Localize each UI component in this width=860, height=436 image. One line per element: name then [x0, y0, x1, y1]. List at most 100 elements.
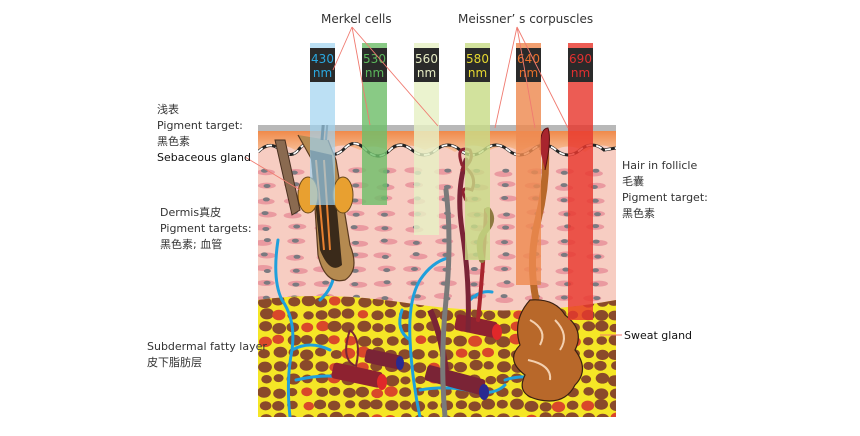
fat-cell	[427, 350, 439, 359]
fat-cell	[582, 321, 596, 332]
fat-cell	[596, 349, 609, 361]
wavelength-value: 430	[311, 52, 334, 66]
fat-cell	[341, 296, 355, 307]
fat-cell	[566, 400, 579, 410]
dermal-cell-nucleus	[352, 240, 360, 245]
dermal-cell-nucleus	[560, 239, 568, 244]
dermal-cell-nucleus	[412, 240, 420, 245]
wavelength-unit: nm	[571, 66, 590, 80]
dermal-cell-nucleus	[381, 254, 389, 259]
fat-cell	[583, 349, 595, 359]
fat-cell	[385, 400, 399, 411]
dermal-cell-nucleus	[594, 254, 602, 259]
dermal-cell	[495, 296, 514, 303]
fat-cell	[342, 413, 356, 417]
fat-cell	[301, 296, 316, 307]
fat-cell	[385, 375, 400, 387]
fat-cell	[608, 334, 616, 346]
dermal-cell-nucleus	[501, 196, 509, 201]
wavelength-label-box	[310, 48, 335, 82]
dermal-cell-nucleus	[502, 168, 510, 173]
dermal-cell-nucleus	[263, 183, 271, 188]
fat-cell	[609, 323, 616, 333]
fat-cell	[272, 401, 285, 411]
fat-cell	[481, 398, 496, 410]
fat-cell	[399, 387, 412, 397]
fat-layer-label: Subdermal fatty layer	[147, 340, 267, 353]
fat-cell	[260, 414, 273, 417]
fat-cell	[485, 375, 497, 385]
fat-cell	[610, 412, 616, 417]
fat-cell	[371, 388, 384, 399]
dermal-cell-nucleus	[502, 252, 510, 257]
dermal-cell	[258, 198, 275, 205]
fat-cell	[356, 412, 370, 417]
fat-cell	[496, 361, 511, 373]
fat-cell	[261, 375, 272, 384]
fat-cell	[315, 334, 329, 345]
fat-cell	[358, 296, 372, 308]
dermal-cell-nucleus	[293, 254, 301, 259]
fat-cell	[259, 308, 274, 320]
fat-cell	[611, 361, 616, 371]
fat-cell	[399, 400, 412, 410]
fat-cell	[427, 335, 438, 344]
fat-cell	[496, 373, 510, 385]
fat-cell	[301, 322, 314, 333]
fat-cell	[384, 414, 397, 417]
fat-cell	[524, 400, 539, 412]
dermal-cell-nucleus	[381, 226, 389, 231]
meissner-callout-line-2	[516, 26, 536, 129]
fat-cell	[328, 296, 341, 306]
dermal-cell-nucleus	[594, 212, 602, 217]
dermal-cell-nucleus	[263, 268, 271, 273]
fat-cell	[316, 387, 329, 397]
dermal-cell-nucleus	[502, 225, 510, 230]
fat-cell	[595, 320, 609, 332]
fat-cell	[583, 337, 594, 346]
fat-cell	[608, 349, 616, 360]
fat-cell	[384, 323, 396, 333]
fat-cell	[582, 412, 596, 417]
fat-cell	[496, 413, 511, 417]
fat-cell	[539, 402, 552, 412]
merkel-callout-line-2	[351, 26, 371, 126]
fat-cell	[468, 401, 481, 412]
fat-cell	[328, 308, 341, 319]
superficial-melanin-label: 黑色素	[157, 135, 190, 148]
hair-pigment-target-label: Pigment target:	[622, 191, 708, 204]
fat-cell	[497, 308, 511, 319]
dermal-cell-nucleus	[263, 238, 271, 243]
fat-cell	[594, 398, 608, 410]
fat-cell	[273, 346, 288, 358]
dermal-cell-nucleus	[560, 295, 568, 300]
fat-cell	[482, 347, 494, 358]
fat-cell	[303, 401, 315, 411]
fat-cell	[329, 411, 343, 417]
fat-cell	[315, 361, 329, 372]
fat-cell	[415, 309, 427, 319]
dermal-cell-nucleus	[562, 267, 570, 272]
wavelength-unit: nm	[365, 66, 384, 80]
wavelength-label-box	[568, 48, 593, 82]
dermal-cell	[283, 212, 302, 219]
dermal-cell-nucleus	[592, 224, 600, 229]
fat-cell	[273, 374, 284, 383]
fat-cell	[583, 387, 594, 396]
superficial-label: 浅表	[157, 103, 179, 116]
dermal-cell-nucleus	[322, 280, 330, 285]
dermal-cell-nucleus	[503, 212, 511, 217]
dermal-cell-nucleus	[383, 268, 391, 273]
fat-cell	[327, 400, 341, 411]
fat-cell	[453, 335, 467, 347]
fat-cell	[400, 413, 412, 417]
fat-cell	[258, 386, 271, 398]
fat-cell	[358, 399, 371, 410]
fat-cell	[357, 336, 372, 347]
fat-cell	[328, 335, 340, 345]
fat-cell	[314, 297, 328, 308]
sweat-gland-label: Sweat gland	[624, 329, 693, 342]
fat-cell	[453, 412, 467, 417]
